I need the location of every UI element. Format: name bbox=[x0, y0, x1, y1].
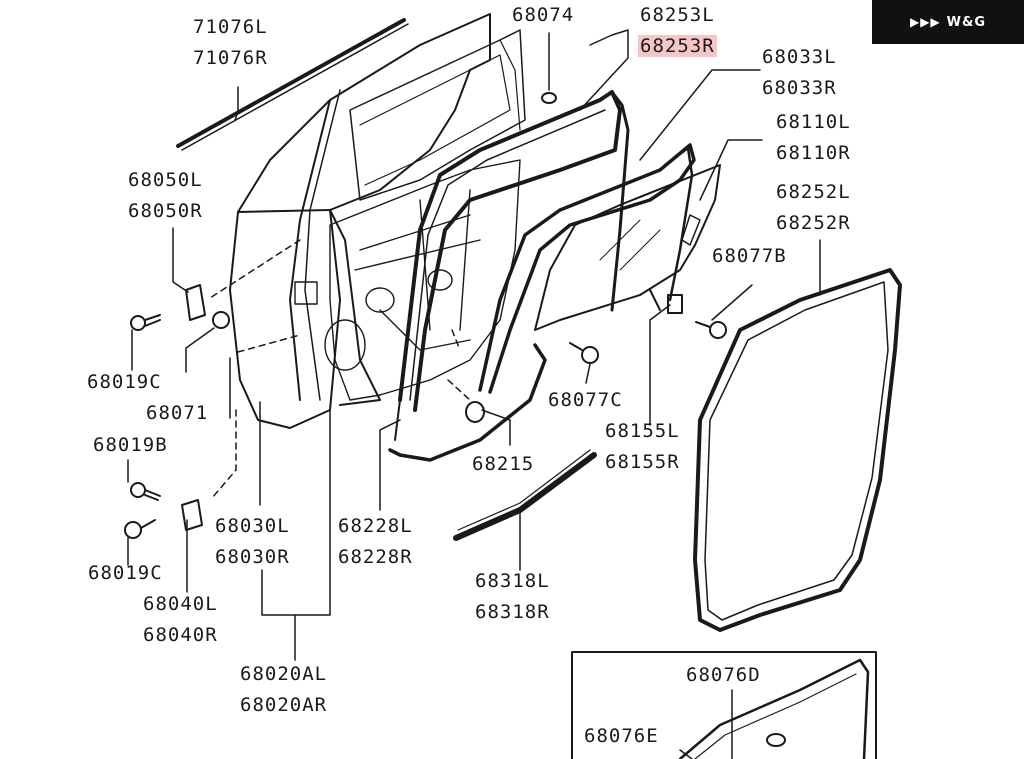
sash-guide-68155 bbox=[649, 289, 683, 314]
label-68040r: 68040R bbox=[143, 624, 218, 646]
window-run-channel-68253 bbox=[398, 90, 630, 412]
hinge-68040 bbox=[181, 499, 203, 531]
label-68110l: 68110L bbox=[776, 111, 851, 133]
label-68019b: 68019B bbox=[93, 434, 168, 456]
label-68076e: 68076E bbox=[584, 725, 659, 747]
label-68215: 68215 bbox=[472, 453, 535, 475]
brand-mark-icon: ▶▶▶ bbox=[909, 15, 941, 29]
bolt-68077b bbox=[695, 321, 727, 339]
label-68019c-upper: 68019C bbox=[87, 371, 162, 393]
bolt-68077c bbox=[569, 342, 599, 364]
weatherstrip-68252 bbox=[693, 268, 902, 632]
label-68228r: 68228R bbox=[338, 546, 413, 568]
label-68155r: 68155R bbox=[605, 451, 680, 473]
door-panel-68020a bbox=[229, 13, 526, 429]
label-68253r-highlighted: 68253R bbox=[638, 35, 717, 57]
label-68110r: 68110R bbox=[776, 142, 851, 164]
bolt-68019c-lower bbox=[124, 519, 156, 539]
label-68228l: 68228L bbox=[338, 515, 413, 537]
label-68077b: 68077B bbox=[712, 245, 787, 267]
label-68077c: 68077C bbox=[548, 389, 623, 411]
bolt-68019b bbox=[130, 482, 161, 501]
hinge-bolt-68019c-upper bbox=[130, 314, 161, 331]
label-68050l: 68050L bbox=[128, 169, 203, 191]
plug-68071 bbox=[212, 311, 230, 329]
label-68019c-lower: 68019C bbox=[88, 562, 163, 584]
label-68318l: 68318L bbox=[475, 570, 550, 592]
glass-channel-68033 bbox=[478, 143, 696, 394]
label-71076l: 71076L bbox=[193, 16, 268, 38]
hinge-68050 bbox=[185, 284, 206, 321]
leader-lines bbox=[127, 29, 821, 661]
label-68050r: 68050R bbox=[128, 200, 203, 222]
label-68030r: 68030R bbox=[215, 546, 290, 568]
label-68252l: 68252L bbox=[776, 181, 851, 203]
weatherstrip-68228 bbox=[388, 343, 547, 462]
label-71076r: 71076R bbox=[193, 47, 268, 69]
bumper-68215 bbox=[465, 401, 485, 423]
label-68020al: 68020AL bbox=[240, 663, 328, 685]
label-68033r: 68033R bbox=[762, 77, 837, 99]
label-68074: 68074 bbox=[512, 4, 575, 26]
label-68155l: 68155L bbox=[605, 420, 680, 442]
label-68040l: 68040L bbox=[143, 593, 218, 615]
label-68076d: 68076D bbox=[686, 664, 761, 686]
inset-detail-box bbox=[571, 651, 877, 759]
brand-logo-text: W&G bbox=[946, 14, 987, 30]
label-68252r: 68252R bbox=[776, 212, 851, 234]
door-glass-68110 bbox=[534, 164, 721, 331]
belt-molding-71076 bbox=[176, 18, 409, 151]
label-68071: 68071 bbox=[146, 402, 209, 424]
label-68020ar: 68020AR bbox=[240, 694, 328, 716]
label-68253l: 68253L bbox=[640, 4, 715, 26]
plug-68074 bbox=[541, 92, 557, 104]
label-68033l: 68033L bbox=[762, 46, 837, 68]
label-68318r: 68318R bbox=[475, 601, 550, 623]
label-68030l: 68030L bbox=[215, 515, 290, 537]
brand-logo: ▶▶▶ W&G bbox=[872, 0, 1024, 44]
